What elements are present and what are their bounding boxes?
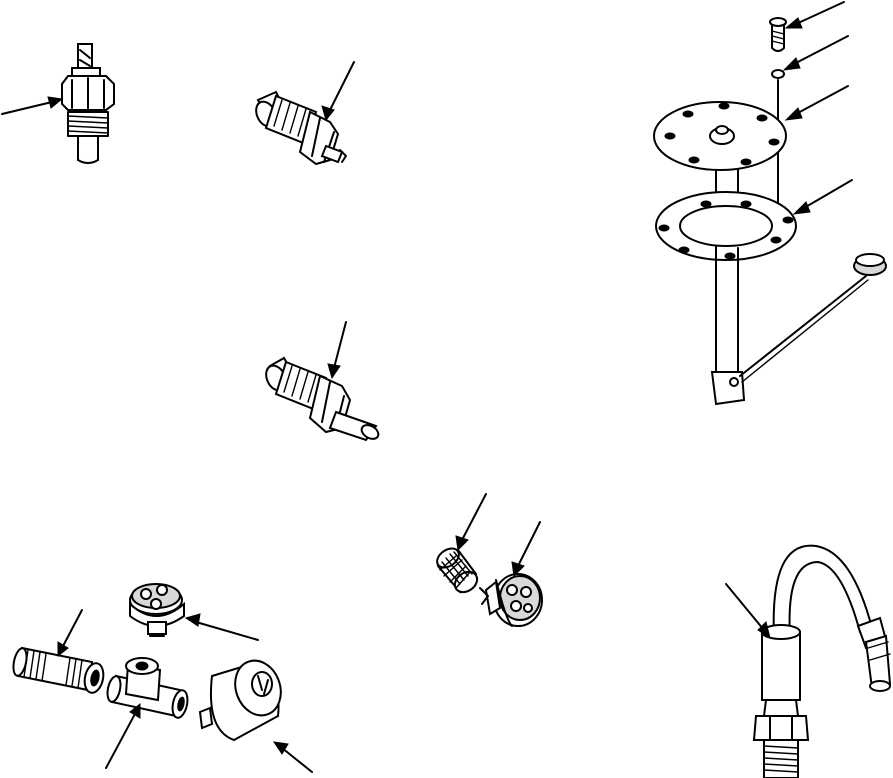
pipe-nipple <box>12 646 105 694</box>
temperature-sender-blade <box>61 43 115 164</box>
washer-icon <box>771 69 785 79</box>
filter-screen <box>436 547 479 594</box>
temperature-sender-angled-lower <box>265 356 380 442</box>
leader-arrow <box>782 35 849 71</box>
leader-arrow <box>272 741 313 773</box>
leader-arrow <box>455 493 487 552</box>
leader-arrow <box>57 609 83 658</box>
leader-arrow <box>784 85 849 121</box>
leader-arrow <box>321 61 355 122</box>
pressure-sender-canister <box>198 659 282 742</box>
oil-pressure-sender <box>129 583 185 637</box>
tee-fitting <box>106 657 189 719</box>
speed-sensor-cable <box>752 544 892 778</box>
leader-arrow <box>327 321 347 380</box>
temperature-sender-angled-upper <box>255 90 347 166</box>
fuel-level-sender <box>653 17 887 406</box>
leader-arrow <box>725 583 771 640</box>
leader-arrow <box>792 179 853 215</box>
pressure-switch-terminals <box>479 573 543 627</box>
screw-icon <box>769 17 787 27</box>
leader-arrow <box>1 96 64 115</box>
leader-arrow <box>784 1 845 29</box>
leader-arrow <box>511 521 541 578</box>
leader-arrow <box>105 702 141 769</box>
leader-arrow <box>184 613 259 641</box>
